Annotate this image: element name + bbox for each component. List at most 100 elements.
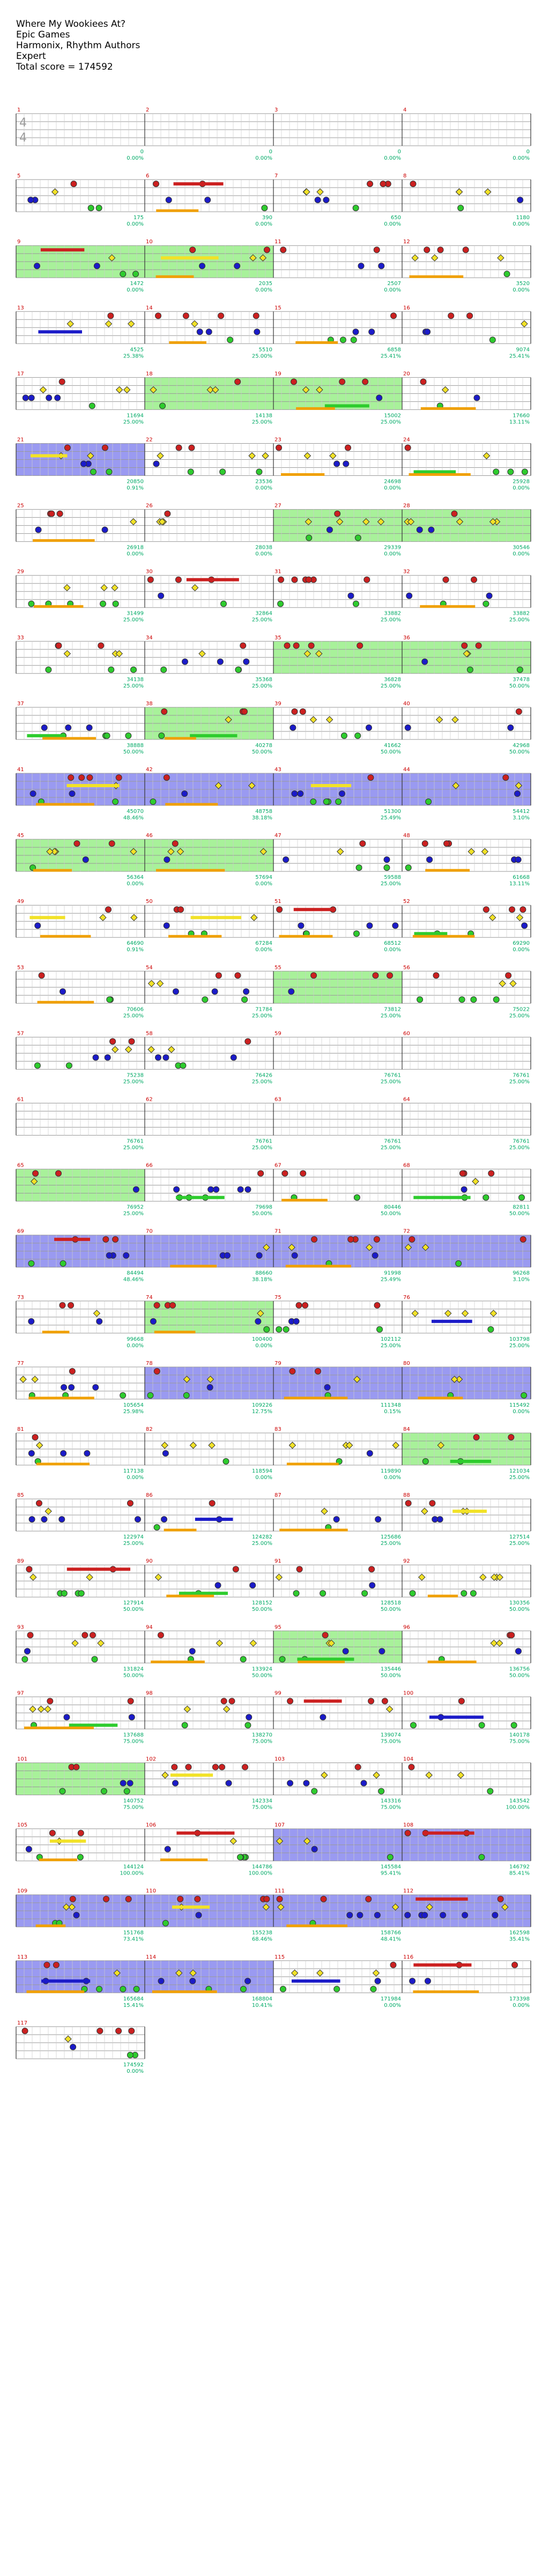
note-cymbal — [325, 716, 333, 723]
measure-number: 112 — [403, 1888, 413, 1894]
measure-number: 71 — [274, 1229, 281, 1235]
note-pad — [215, 972, 222, 979]
note-pad — [276, 906, 283, 913]
note-pad — [107, 312, 114, 319]
measure-score: 124282 — [252, 1534, 272, 1540]
measure-score: 33882 — [384, 611, 401, 617]
note-pad — [164, 510, 171, 517]
measure-number: 103 — [274, 1757, 285, 1763]
note-pad — [73, 1912, 80, 1918]
note-pad — [243, 658, 250, 665]
measure-percent: 25.00% — [123, 617, 144, 623]
measure-score: 25928 — [513, 479, 530, 485]
note-pad — [106, 468, 113, 475]
measure-score: 111348 — [381, 1402, 401, 1408]
note-cymbal — [87, 452, 94, 460]
note-cymbal — [385, 1705, 394, 1713]
note-pad — [308, 642, 315, 649]
measure-number: 105 — [17, 1823, 27, 1828]
note-pad — [100, 1788, 107, 1795]
measure-number: 14 — [146, 305, 153, 311]
note-pad — [372, 972, 379, 979]
note-pad — [106, 1252, 113, 1259]
note-pad — [443, 840, 450, 847]
note-pad — [34, 263, 41, 270]
note-cymbal — [130, 518, 137, 526]
measure-number: 26 — [146, 503, 153, 509]
note-cymbal — [450, 1376, 458, 1383]
note-pad — [225, 1780, 232, 1787]
note-pad — [521, 1392, 528, 1399]
measure-percent: 25.00% — [123, 1211, 144, 1217]
measure-score: 15002 — [384, 413, 401, 419]
measure-score: 14138 — [255, 413, 272, 419]
measure-number: 42 — [146, 767, 153, 773]
note-pad — [38, 972, 45, 979]
note-pad — [369, 1582, 376, 1589]
note-cymbal — [100, 584, 108, 592]
note-pad — [283, 856, 290, 863]
measure-percent: 25.00% — [509, 617, 530, 623]
note-pad — [486, 592, 493, 599]
note-pad — [177, 1895, 184, 1902]
measure-percent: 0.91% — [127, 947, 144, 953]
note-pad — [295, 1302, 302, 1309]
note-pad — [32, 1434, 39, 1440]
note-pad — [459, 1170, 466, 1177]
note-pad — [520, 906, 526, 913]
note-cymbal — [248, 782, 256, 789]
note-pad — [159, 402, 166, 409]
note-cymbal — [189, 1442, 197, 1449]
measure-percent: 0.00% — [513, 486, 530, 491]
measure-score: 103798 — [509, 1336, 530, 1342]
note-pad — [433, 972, 440, 979]
measure-score: 144786 — [252, 1864, 272, 1870]
measure-percent: 100.00% — [120, 1871, 144, 1877]
note-pad — [60, 1450, 67, 1457]
measure-percent: 95.41% — [381, 1871, 401, 1877]
note-pad — [171, 1764, 178, 1771]
note-pad — [154, 1054, 161, 1061]
measure-score: 144124 — [123, 1864, 144, 1870]
note-pad — [234, 378, 241, 385]
note-pad — [408, 1764, 415, 1771]
measure-score: 51300 — [384, 809, 401, 815]
note-cymbal — [495, 1639, 503, 1647]
measure-percent: 85.41% — [509, 1871, 530, 1877]
note-pad — [103, 732, 110, 739]
note-cymbal — [275, 1573, 283, 1581]
note-pad — [41, 724, 48, 731]
measure-number: 13 — [17, 305, 24, 311]
measure-number: 69 — [17, 1229, 24, 1235]
note-pad — [158, 732, 165, 739]
measure-percent: 0.00% — [255, 881, 272, 887]
note-pad — [422, 1458, 429, 1465]
measure-number: 117 — [17, 2020, 27, 2026]
measure-percent: 25.00% — [381, 1145, 401, 1151]
note-pad — [518, 1194, 525, 1201]
note-pad — [256, 1252, 263, 1259]
note-cymbal — [51, 188, 59, 196]
note-pad — [374, 1912, 381, 1918]
note-pad — [157, 1632, 164, 1639]
note-pad — [353, 930, 360, 937]
measure-number: 96 — [403, 1624, 410, 1630]
note-pad — [489, 337, 496, 344]
note-pad — [77, 1854, 84, 1861]
note-cymbal — [175, 1969, 183, 1977]
note-pad — [352, 328, 359, 335]
measure-number: 32 — [403, 569, 410, 575]
measure-score: 91998 — [384, 1271, 401, 1276]
note-pad — [218, 312, 225, 319]
measure-score: 34138 — [127, 677, 144, 683]
note-cymbal — [441, 386, 449, 394]
note-pad — [135, 1516, 142, 1523]
measure-percent: 50.00% — [252, 1672, 272, 1678]
note-pad — [297, 790, 304, 797]
note-pad — [347, 1236, 354, 1243]
note-pad — [358, 263, 365, 270]
note-cymbal — [259, 848, 268, 855]
measure-score: 76761 — [127, 1139, 144, 1145]
measure-score: 20850 — [127, 479, 144, 485]
measure-number: 80 — [403, 1361, 410, 1367]
